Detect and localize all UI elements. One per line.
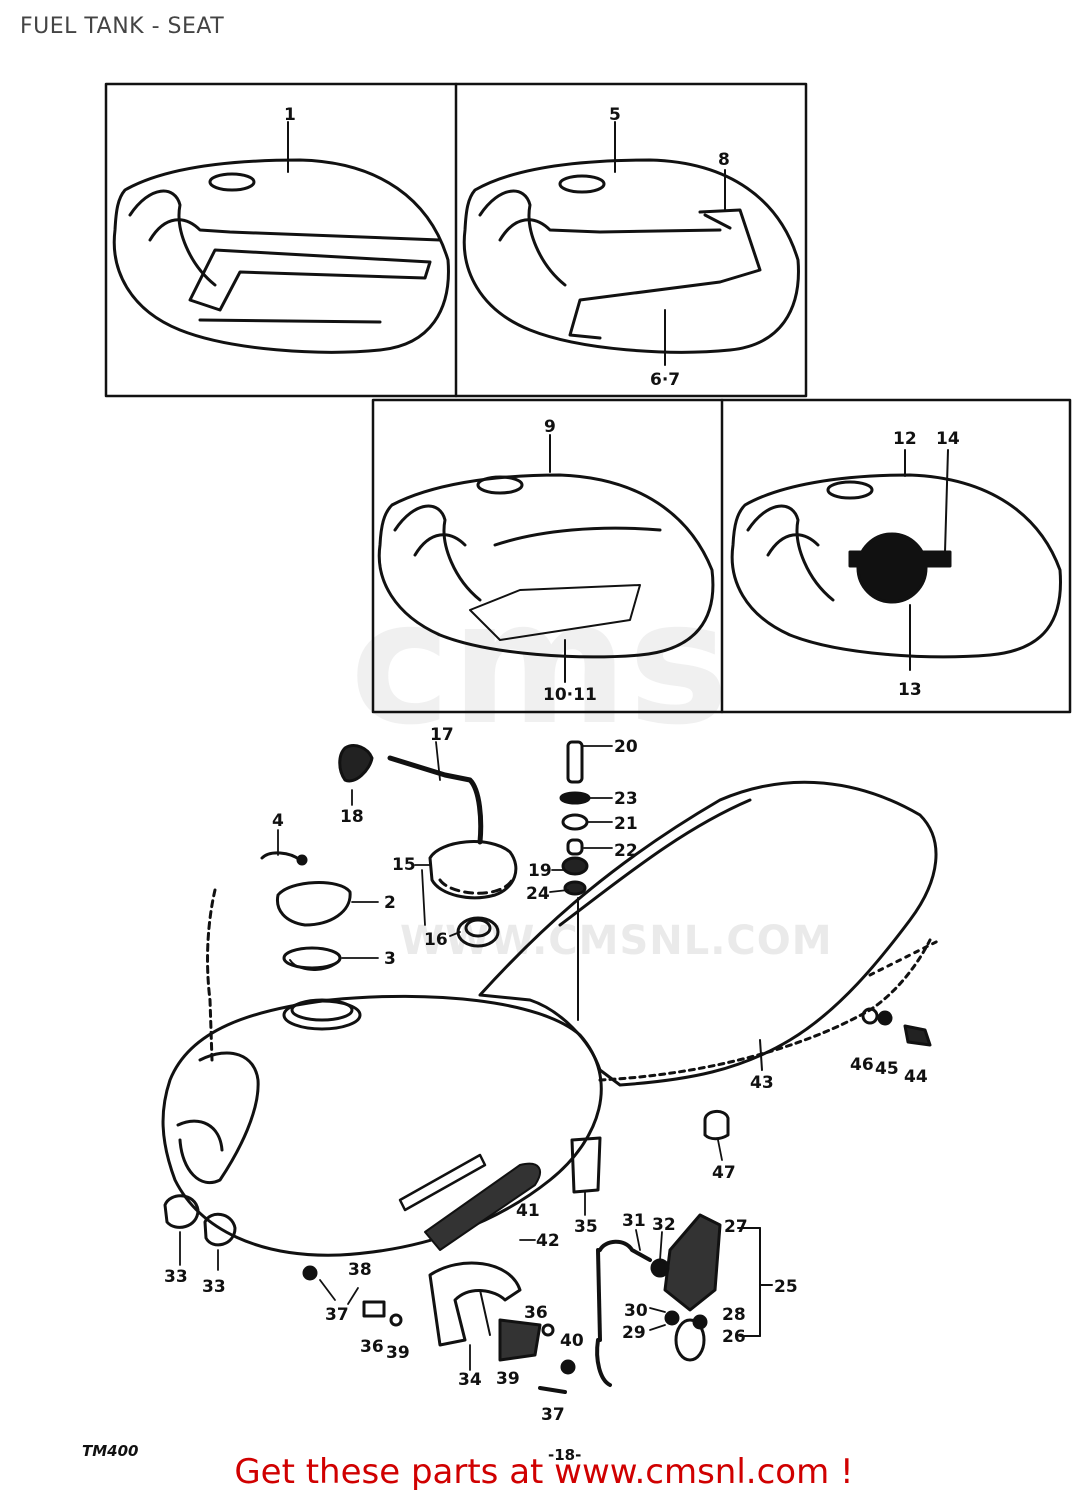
- label-40: 40: [560, 1331, 584, 1351]
- label-45: 45: [875, 1059, 899, 1079]
- label-25: 25: [774, 1277, 798, 1297]
- label-33-left: 33: [164, 1267, 188, 1287]
- fuel-tank-variant-3: [377, 434, 715, 683]
- label-39-left: 39: [386, 1343, 410, 1363]
- main-fuel-tank: [161, 888, 603, 1257]
- fuel-cock-assembly: [570, 1110, 773, 1387]
- label-16: 16: [424, 930, 448, 950]
- label-47: 47: [712, 1163, 736, 1183]
- label-35: 35: [574, 1217, 598, 1237]
- label-5: 5: [609, 105, 621, 125]
- label-1: 1: [284, 105, 296, 125]
- label-37-top: 37: [325, 1305, 349, 1325]
- label-41: 41: [516, 1201, 540, 1221]
- label-34: 34: [458, 1370, 482, 1390]
- label-17: 17: [430, 725, 454, 745]
- label-9: 9: [544, 417, 556, 437]
- label-30: 30: [624, 1301, 648, 1321]
- fuel-tank-variant-4: [730, 449, 1063, 671]
- fuel-tank-variant-2: [462, 121, 800, 366]
- page-title: FUEL TANK - SEAT: [20, 14, 225, 39]
- label-8: 8: [718, 150, 730, 170]
- label-36-right: 36: [524, 1303, 548, 1323]
- part-labels: 1 5 8 6·7 9 10·11 12 14 13 17 18 20 23 2…: [164, 105, 960, 1425]
- seat: [478, 780, 942, 1087]
- fuel-tank-variant-1: [112, 121, 450, 354]
- watermark-logo: cms: [350, 565, 730, 763]
- label-29: 29: [622, 1323, 646, 1343]
- label-20: 20: [614, 737, 638, 757]
- panel-frames: [104, 82, 1072, 714]
- seat-fasteners: [861, 1007, 932, 1047]
- label-42: 42: [536, 1231, 560, 1251]
- label-18: 18: [340, 807, 364, 827]
- label-13: 13: [898, 680, 922, 700]
- label-14: 14: [936, 429, 960, 449]
- label-44: 44: [904, 1067, 928, 1087]
- label-38: 38: [348, 1260, 372, 1280]
- label-6-7: 6·7: [650, 370, 680, 390]
- label-33-right: 33: [202, 1277, 226, 1297]
- page-number: -18-: [548, 1446, 582, 1464]
- label-37-bottom: 37: [541, 1405, 565, 1425]
- label-39-right: 39: [496, 1369, 520, 1389]
- label-24: 24: [526, 884, 550, 904]
- label-46: 46: [850, 1055, 874, 1075]
- label-31: 31: [622, 1211, 646, 1231]
- label-21: 21: [614, 814, 638, 834]
- label-12: 12: [893, 429, 917, 449]
- mounting-parts: [163, 1194, 576, 1394]
- label-22: 22: [614, 841, 638, 861]
- label-28: 28: [722, 1305, 746, 1325]
- label-4: 4: [272, 811, 284, 831]
- label-26: 26: [722, 1327, 746, 1347]
- breather-parts: [559, 740, 591, 1021]
- leader-lines: [179, 741, 723, 1371]
- label-32: 32: [652, 1215, 676, 1235]
- fuel-cap-assembly: [260, 744, 518, 971]
- label-23: 23: [614, 789, 638, 809]
- model-code: TM400: [82, 1442, 139, 1460]
- label-36-left: 36: [360, 1337, 384, 1357]
- label-43: 43: [750, 1073, 774, 1093]
- label-27: 27: [724, 1217, 748, 1237]
- footer-link[interactable]: Get these parts at www.cmsnl.com !: [234, 1452, 854, 1492]
- label-19: 19: [528, 861, 552, 881]
- label-15: 15: [392, 855, 416, 875]
- label-2: 2: [384, 893, 396, 913]
- label-10-11: 10·11: [543, 685, 597, 705]
- label-3: 3: [384, 949, 396, 969]
- watermark-text: WWW.CMSNL.COM: [400, 918, 833, 964]
